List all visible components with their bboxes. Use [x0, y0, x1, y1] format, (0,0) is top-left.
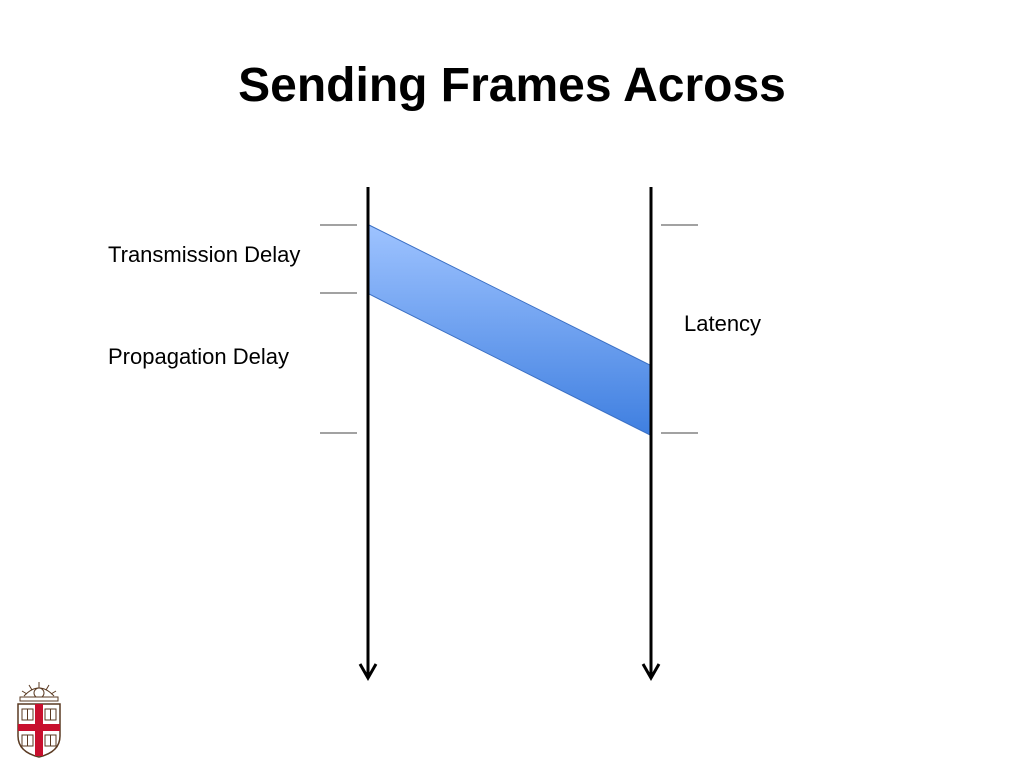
university-shield-icon — [17, 682, 61, 758]
frame-band — [368, 224, 651, 436]
sender-arrowhead — [358, 663, 378, 682]
propagation-delay-label: Propagation Delay — [108, 344, 290, 369]
slide-title: Sending Frames Across — [238, 59, 786, 112]
transmission-delay-label: Transmission Delay — [108, 242, 301, 267]
receiver-arrowhead — [641, 663, 661, 682]
latency-label: Latency — [684, 311, 762, 336]
